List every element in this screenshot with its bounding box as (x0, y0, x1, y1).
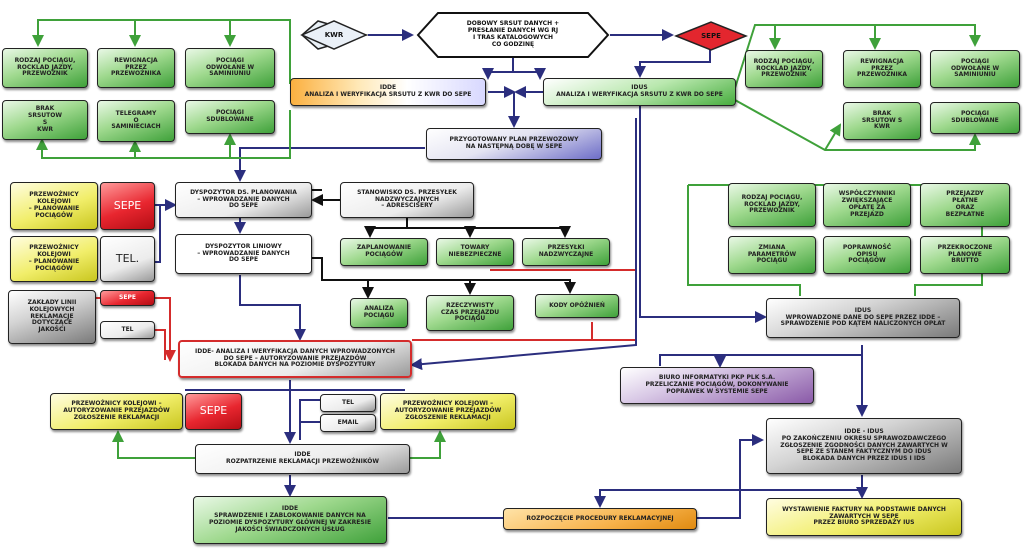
right-grid-box-4: ZMIANA PARAMETRÓW POCIĄGU (728, 236, 816, 274)
tel-bottom-box: TEL (320, 394, 376, 412)
kwr-diamond-shape (300, 20, 368, 50)
przesylki-box: PRZESYŁKI NADZWYCZAJNE (522, 238, 610, 266)
rzeczywisty-box: RZECZYWISTY CZAS PRZEJAZDU POCIĄGU (426, 295, 514, 331)
idus-top-box: IDUS ANALIZA I WERYFIKACJA SRSUTU Z KWR … (543, 78, 736, 106)
left-carriers-box-1: PRZEWOŹNICY KOLEJOWI – PLANOWANIE POCIĄG… (10, 182, 98, 230)
idde-rozpatrzenie-box: IDDE ROZPATRZENIE REKLAMACJI PRZEWOŹNIKÓ… (195, 444, 410, 474)
idde-mid-box: IDDE- ANALIZA I WERYFIKACJA DANYCH WPROW… (178, 340, 412, 378)
carriers-auth-right-box: PRZEWOŹNICY KOLEJOWI – AUTORYZOWANIE PRZ… (380, 393, 516, 430)
biuro-box: BIURO INFORMATYKI PKP PLK S.A. PRZELICZA… (620, 367, 814, 404)
sepe-top-diamond-shape (674, 21, 748, 51)
right-top-box-5: POCIĄGI SDUBLOWANE (930, 102, 1020, 134)
left-top-box-6: POCIĄGI SDUBLOWANE (185, 100, 275, 134)
left-top-box-3: POCIĄGI ODWOŁANE W SAMINIUNIU (185, 48, 275, 88)
analiza-box: ANALIZA POCIĄGU (350, 298, 408, 328)
center-hexagon-label: DOBOWY SRSUT DANYCH + PRESŁANIE DANYCH W… (466, 20, 560, 48)
sepe-small-box: SEPE (100, 290, 155, 306)
left-top-box-2: REWIGNACJA PRZEZ PRZEWOŹNIKA (97, 48, 175, 88)
email-bottom-box: EMAIL (320, 414, 376, 432)
zaklady-box: ZAKŁADY LINII KOLEJOWYCH REKLAMACJE DOTY… (8, 290, 96, 344)
idde-bottom-box: IDDE SPRAWDZENIE I ZABLOKOWANIE DANYCH N… (193, 496, 387, 544)
kody-box: KODY OPÓŹNIEŃ (535, 294, 619, 318)
sepe-top-label: SEPE (701, 31, 721, 40)
stanowisko-box: STANOWISKO DS. PRZESYŁEK NADZWYCZAJNYCH … (340, 182, 474, 218)
center-hexagon-shape (416, 12, 610, 58)
right-grid-box-5: POPRAWNOŚĆ OPISU POCIĄGÓW (823, 236, 911, 274)
kwr-diamond: KWR (300, 19, 368, 51)
wystawienie-box: WYSTAWIENIE FAKTURY NA PODSTAWIE DANYCH … (766, 498, 962, 536)
tel-left-box: TEL. (100, 236, 155, 282)
rozpoczecie-box: ROZPOCZĘCIE PROCEDURY REKLAMACYJNEJ (503, 508, 697, 530)
dyspozytor-liniowy-box: DYSPOZYTOR LINIOWY – WPROWADZANIE DANYCH… (175, 234, 312, 274)
carriers-auth-left-box: PRZEWOŹNICY KOLEJOWI – AUTORYZOWANIE PRZ… (50, 393, 183, 430)
idus-mid-box: IDUS WPROWADZONE DANE DO SEPE PRZEZ IDDE… (766, 298, 960, 338)
right-top-box-1: RODZAJ POCIĄGU, ROCKLAD JAZDY, PRZEWOŹNI… (745, 50, 823, 88)
tel-small-box: TEL (100, 321, 155, 339)
sepe-bottom-box: SEPE (185, 393, 242, 430)
sepe-top-diamond: SEPE (674, 21, 748, 51)
plan-box: PRZYGOTOWANY PLAN PRZEWOZOWY NA NASTĘPNĄ… (426, 128, 602, 160)
right-grid-box-2: WSPÓŁCZYNNIKI ZWIĘKSZAJĄCE OPŁATĘ ZA PRZ… (823, 183, 911, 227)
right-grid-box-3: PRZEJAZDY PŁATNE ORAZ BEZPŁATNE (920, 183, 1010, 227)
idde-idus-bottom-box: IDDE - IDUS PO ZAKOŃCZENIU OKRESU SPRAWO… (766, 418, 962, 474)
center-hexagon: DOBOWY SRSUT DANYCH + PRESŁANIE DANYCH W… (416, 11, 610, 59)
left-carriers-box-2: PRZEWOŹNICY KOLEJOWI – PLANOWANIE POCIĄG… (10, 236, 98, 282)
left-top-box-5: TELEGRAMY O SAMINIECIACH (97, 100, 175, 142)
right-top-box-2: REWIGNACJA PRZEZ PRZEWOŹNIKA (843, 50, 921, 88)
left-top-box-1: RODZAJ POCIĄGU, ROCKLAD JAZDY, PRZEWOŹNI… (2, 48, 88, 88)
dyspozytor-planowania-box: DYSPOZYTOR DS. PLANOWANIA – WPROWADZANIE… (175, 182, 312, 218)
right-top-box-4: BRAK SRSUTOW S KWR (843, 102, 921, 140)
right-top-box-3: POCIĄGI ODWOŁANE W SAMINIUNIU (930, 50, 1020, 88)
sepe-left-box: SEPE (100, 182, 155, 230)
towary-box: TOWARY NIEBEZPIECZNE (436, 238, 514, 266)
left-top-box-4: BRAK SRSUTOW S KWR (2, 100, 88, 140)
zaplanowanie-box: ZAPLANOWANIE POCIĄGÓW (340, 238, 428, 266)
right-grid-box-1: RODZAJ POCIĄGU, ROCKLAD JAZDY, PRZEWOŹNI… (728, 183, 816, 227)
right-grid-box-6: PRZEKROCZONE PLANOWE BRUTTO (920, 236, 1010, 274)
idde-top-box: IDDE ANALIZA I WERYFIKACJA SRSUTU Z KWR … (290, 78, 486, 106)
kwr-label: KWR (324, 30, 344, 39)
